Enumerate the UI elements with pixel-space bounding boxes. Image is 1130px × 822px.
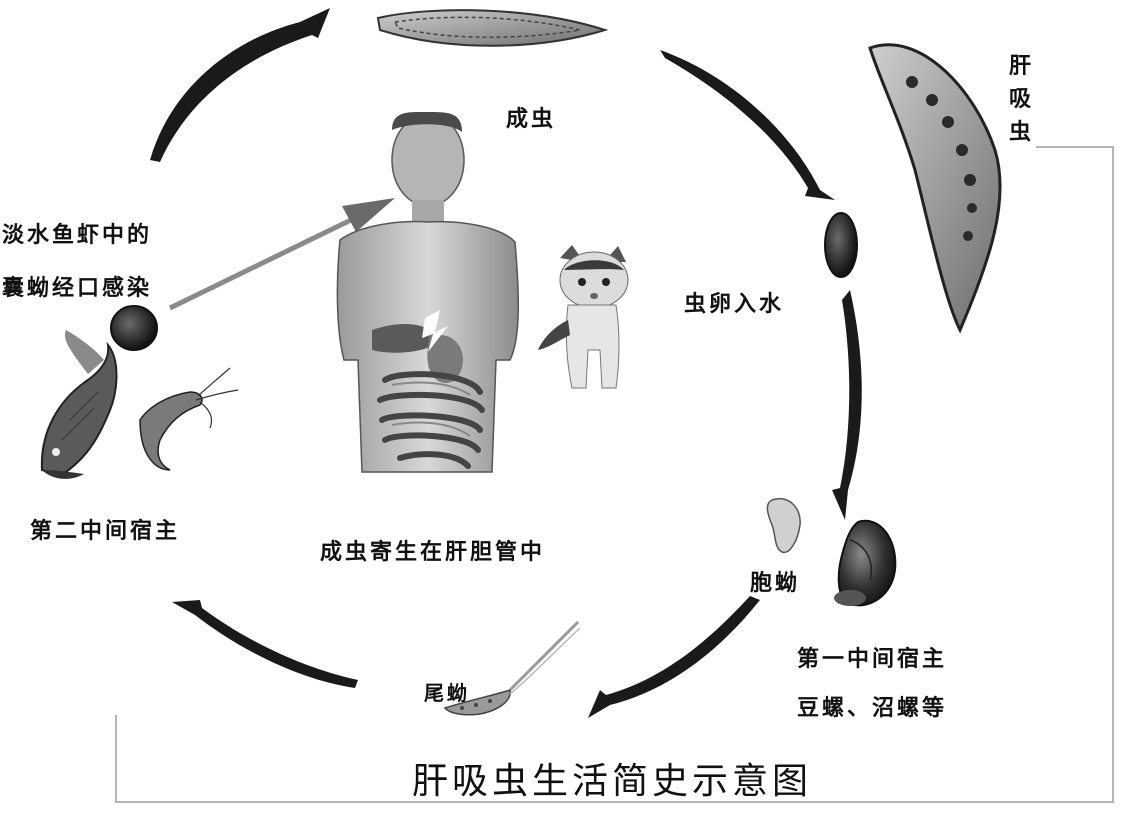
shrimp-image [139, 367, 239, 471]
label-eggs-into-water: 虫卵入水 [684, 292, 785, 317]
label-cercaria: 尾蚴 [424, 681, 470, 705]
cat-image [538, 245, 629, 389]
label-infection-line1: 淡水鱼虾中的 [2, 223, 153, 248]
arrow-snail-to-cercaria [588, 596, 760, 718]
cercaria-image [443, 620, 581, 716]
frame-line [115, 146, 1114, 803]
cycle-arrows [150, 8, 862, 718]
label-second-host: 第二中间宿主 [30, 519, 181, 544]
diagram-title: 肝吸虫生活简史示意图 [412, 761, 813, 802]
label-sporocyst: 胞蚴 [750, 571, 801, 596]
cyst-image [110, 305, 158, 351]
label-first-host-species: 豆螺、沼螺等 [797, 696, 948, 721]
label-liver-fluke: 肝吸虫 [1008, 54, 1031, 145]
human-figure [336, 111, 519, 473]
arrow-adult-to-egg [660, 50, 835, 200]
sporocyst-image [766, 497, 801, 554]
liver-fluke-large [868, 43, 1002, 334]
arrow-cercaria-to-fish [172, 600, 358, 688]
egg-image [824, 212, 858, 278]
label-infection-line2: 囊蚴经口感染 [2, 276, 153, 301]
infection-arrow [168, 198, 395, 311]
label-first-host-title: 第一中间宿主 [797, 647, 948, 672]
arrow-to-adult [150, 8, 330, 162]
arrow-egg-to-snail [832, 290, 862, 520]
label-adult: 成虫 [506, 107, 557, 132]
snail-image [834, 519, 897, 607]
fish-image [40, 330, 118, 479]
label-parasitism: 成虫寄生在肝胆管中 [320, 540, 546, 565]
adult-fluke-top [376, 9, 609, 47]
